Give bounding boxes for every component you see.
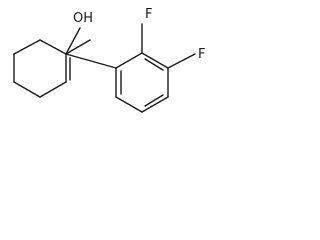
- bond-a2-a3: [141, 52, 169, 69]
- bond-c3-c4: [39, 81, 67, 98]
- bond-c4-c5: [13, 81, 41, 98]
- bond-a4-a5-inner: [144, 94, 164, 107]
- bond-a5-a6: [115, 96, 143, 113]
- fluorine-label-3: F: [198, 47, 205, 62]
- hydroxyl-label: OH: [73, 11, 93, 26]
- benzene-ring: [115, 52, 169, 113]
- bond-c1-aryl: [65, 53, 117, 69]
- bond-c7-c1: [39, 39, 67, 55]
- cyclohexene-ring: [13, 39, 91, 98]
- chemical-structure: OH F F: [13, 7, 205, 113]
- bond-c1-oh: [65, 27, 81, 55]
- bond-a3-f: [167, 53, 196, 69]
- bond-a4-a5: [141, 96, 169, 113]
- bond-c1-c2: [65, 39, 91, 55]
- bond-c6-c1: [13, 39, 41, 55]
- bond-a1-a2: [115, 52, 143, 69]
- fluorine-label-2: F: [145, 7, 152, 22]
- bond-a2-a3-inner: [144, 58, 164, 71]
